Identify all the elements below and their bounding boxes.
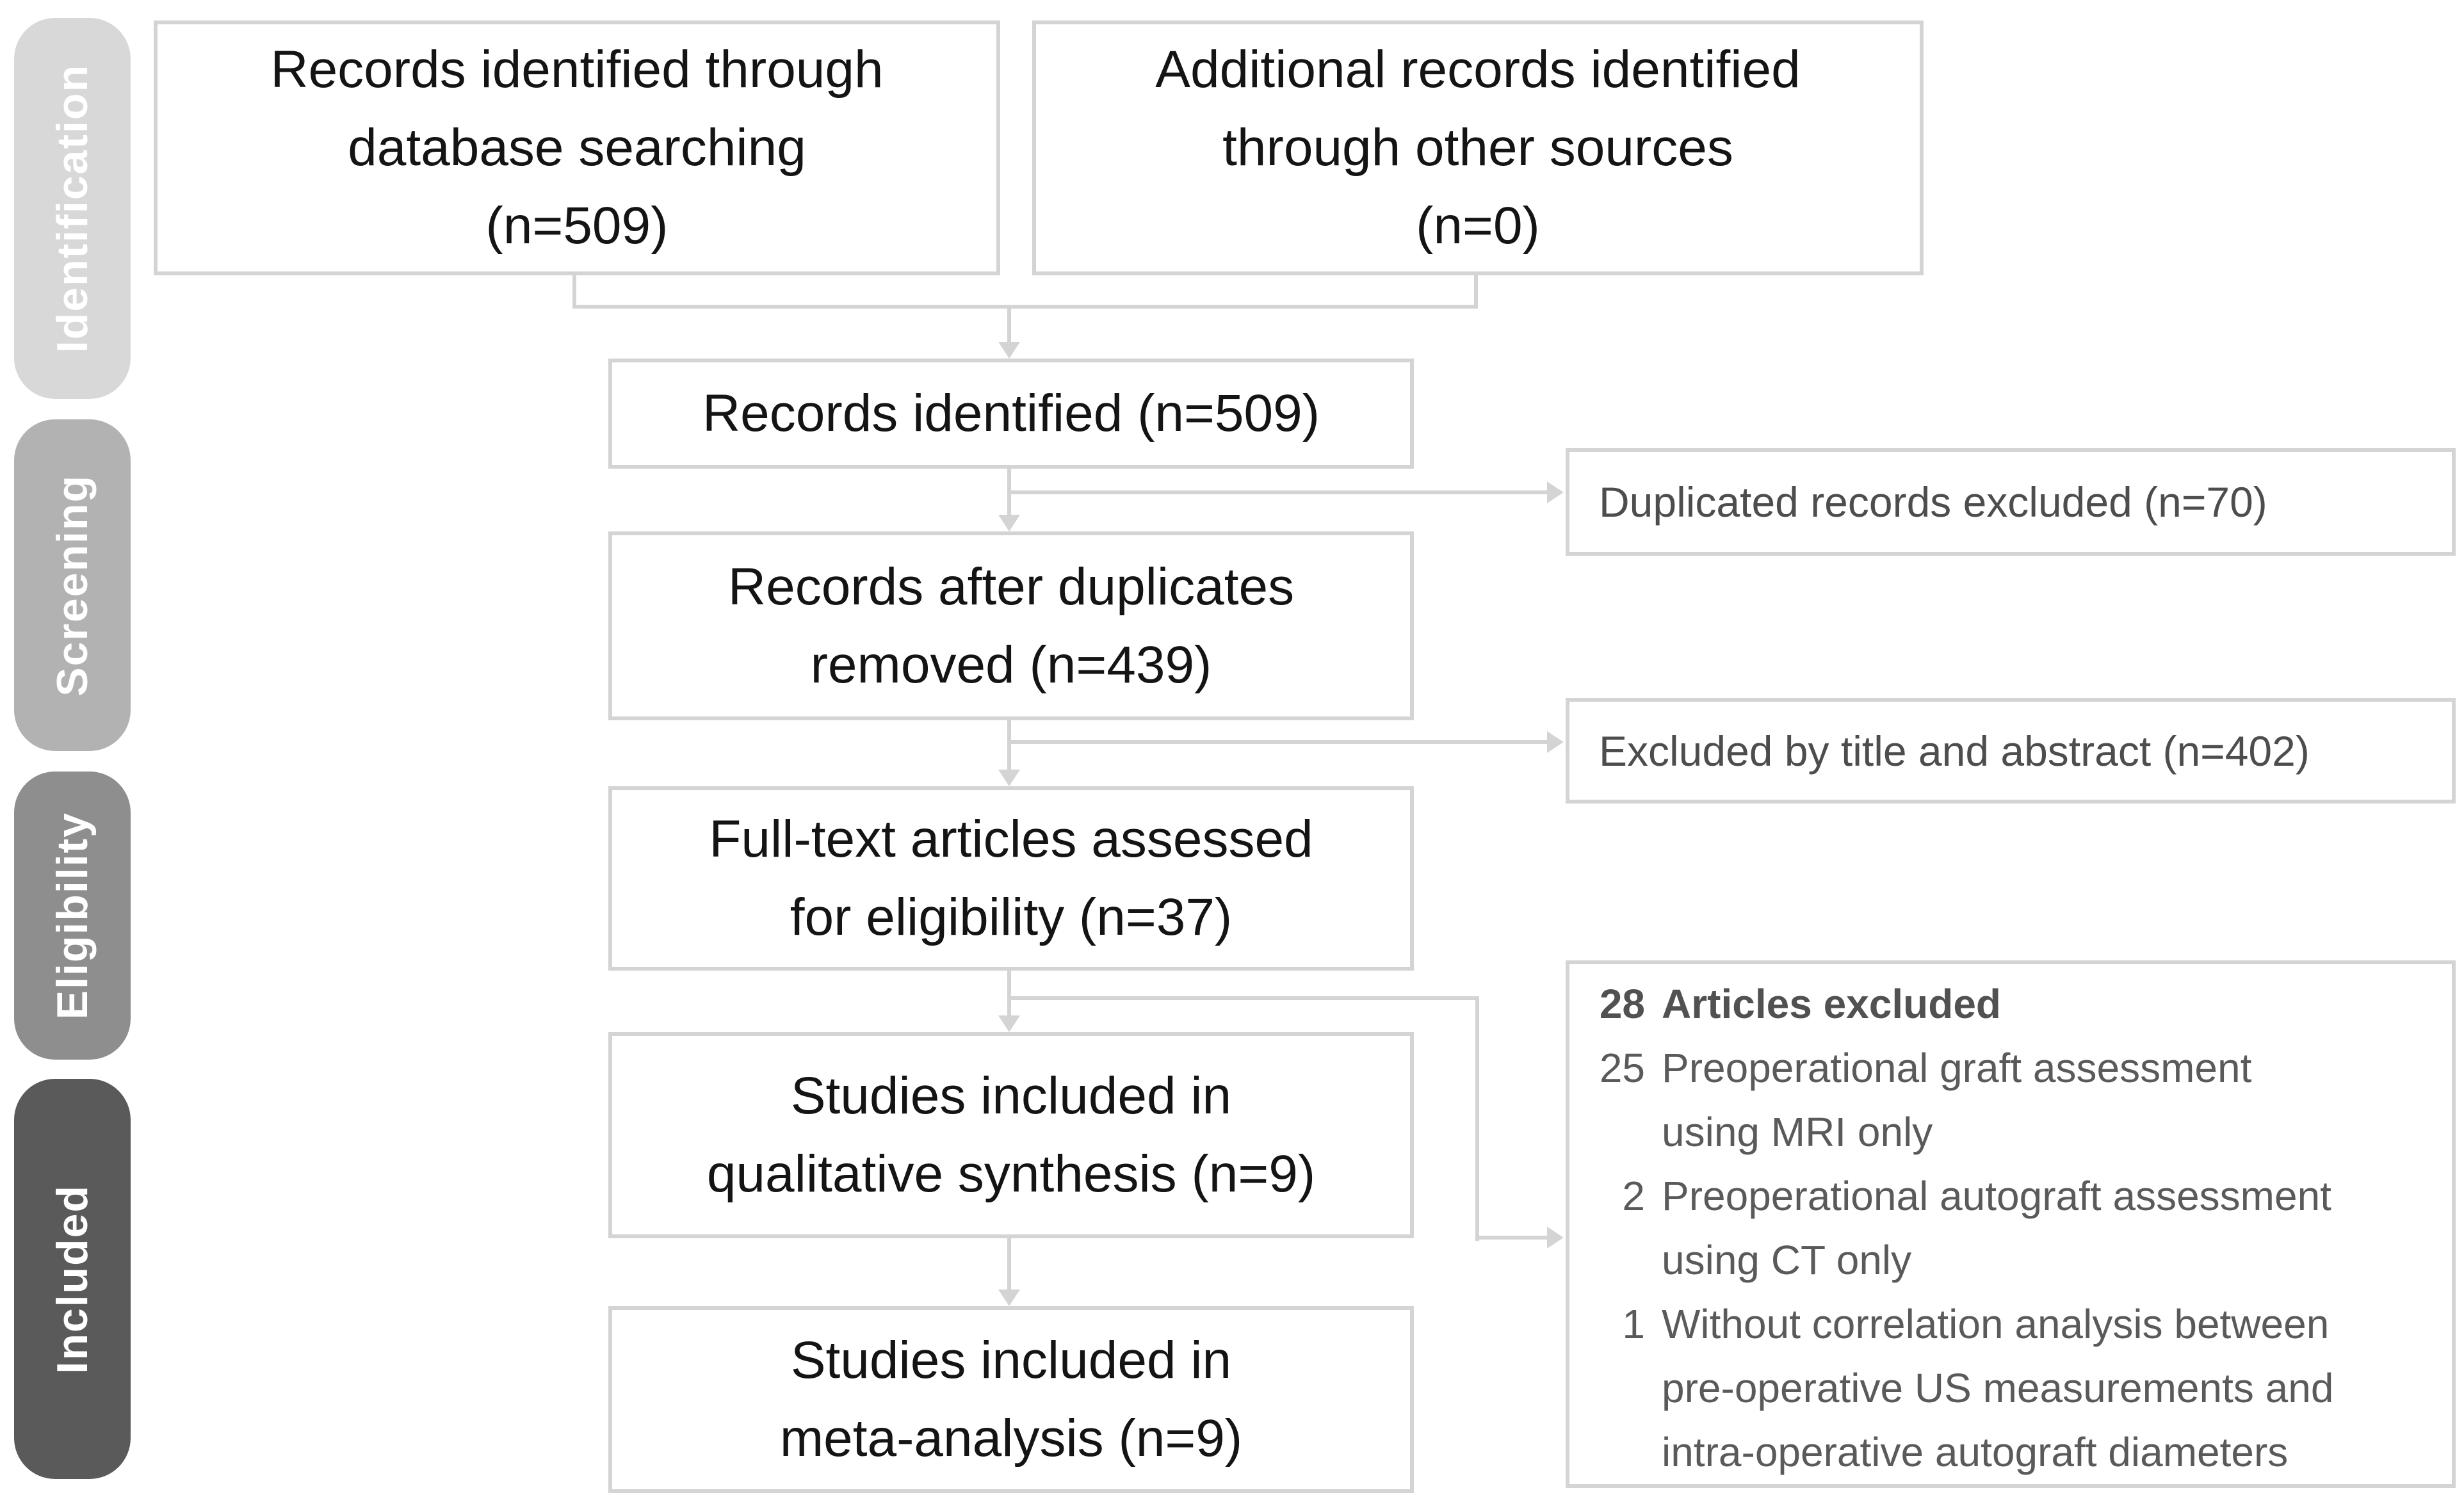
connector-line [1007, 971, 1011, 1017]
connector-line [572, 305, 1478, 309]
box-records-after-duplicates: Records after duplicates removed (n=439) [608, 531, 1414, 720]
stage-label: Eligibility [48, 811, 97, 1020]
connector-line [1007, 1237, 1011, 1291]
connector-line [572, 275, 576, 307]
arrowhead-right-icon [1547, 1227, 1564, 1249]
box-meta-analysis: Studies included in meta-analysis (n=9) [608, 1306, 1414, 1493]
stage-identification: Identification [14, 18, 131, 399]
arrowhead-down-icon [998, 515, 1020, 531]
connector-line [1007, 740, 1547, 744]
arrowhead-down-icon [998, 1015, 1020, 1032]
stage-eligibility: Eligibility [14, 772, 131, 1060]
articles-excluded-item: 25 Preoperational graft assessment using… [1599, 1045, 2252, 1155]
stage-label: Screening [48, 474, 97, 697]
box-duplicated-records-excluded: Duplicated records excluded (n=70) [1566, 448, 2456, 556]
box-records-identified: Records identified (n=509) [608, 359, 1414, 469]
articles-excluded-item: 1 Without correlation analysis between p… [1622, 1301, 2334, 1475]
box-additional-records-other-sources: Additional records identified through ot… [1032, 20, 1924, 275]
connector-line [1474, 275, 1478, 307]
connector-line [1475, 996, 1479, 1241]
arrowhead-right-icon [1547, 481, 1564, 503]
arrowhead-down-icon [998, 1289, 1020, 1306]
box-full-text-assessed: Full-text articles assessed for eligibil… [608, 786, 1414, 971]
stage-label: Identification [48, 63, 97, 353]
connector-line [1007, 305, 1011, 343]
stage-label: Included [48, 1184, 97, 1374]
box-excluded-title-abstract: Excluded by title and abstract (n=402) [1566, 698, 2456, 804]
arrowhead-down-icon [998, 342, 1020, 359]
stage-screening: Screening [14, 419, 131, 751]
connector-line [1007, 720, 1011, 770]
stage-included: Included [14, 1079, 131, 1479]
articles-excluded-item: 2 Preoperational autograft assessment us… [1622, 1173, 2331, 1283]
connector-line [1475, 1236, 1547, 1240]
arrowhead-down-icon [998, 770, 1020, 786]
box-articles-excluded: 28 Articles excluded 25 Preoperational g… [1566, 960, 2456, 1488]
box-qualitative-synthesis: Studies included in qualitative synthesi… [608, 1032, 1414, 1238]
connector-line [1007, 996, 1479, 1000]
articles-excluded-header: 28 Articles excluded [1599, 981, 2001, 1027]
connector-line [1007, 490, 1547, 494]
arrowhead-right-icon [1547, 731, 1564, 753]
box-records-identified-database: Records identified through database sear… [154, 20, 1000, 275]
